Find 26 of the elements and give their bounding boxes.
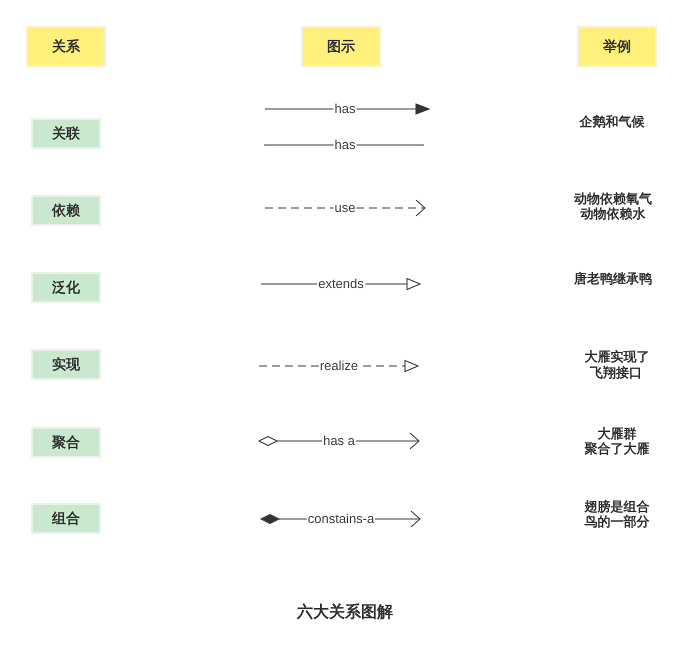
relation-box: 关联 [31,118,101,149]
relation-box: 泛化 [31,272,101,303]
header-box: 图示 [301,26,381,67]
example-text: 大雁实现了 [584,350,650,364]
arrow-label: constains-a [306,512,376,526]
title: 六大关系图解 [297,604,393,622]
example-text: 动物依赖水 [580,206,646,222]
relation-box: 组合 [31,503,101,534]
arrow-label: has [334,102,356,116]
relation-box: 聚合 [31,427,101,458]
arrow-label: has [334,138,356,152]
arrow-label: realize [318,358,360,374]
example-text: 鸟的一部分 [584,514,650,530]
example-text: 飞翔接口 [590,366,642,380]
example-text: 唐老鸭继承鸭 [574,272,652,286]
header-box: 关系 [26,26,106,67]
example-text: 动物依赖氧气 [574,192,652,206]
example-text: 聚合了大雁 [584,442,650,456]
relation-box: 依赖 [31,195,101,226]
header-box: 举例 [577,26,657,67]
arrow-label: has a [322,434,356,448]
example-text: 企鹅和气候 [580,114,644,130]
arrow-label: extends [317,276,365,292]
relation-box: 实现 [31,349,101,380]
example-text: 翅膀是组合 [584,500,650,514]
example-text: 大雁群 [598,426,636,442]
